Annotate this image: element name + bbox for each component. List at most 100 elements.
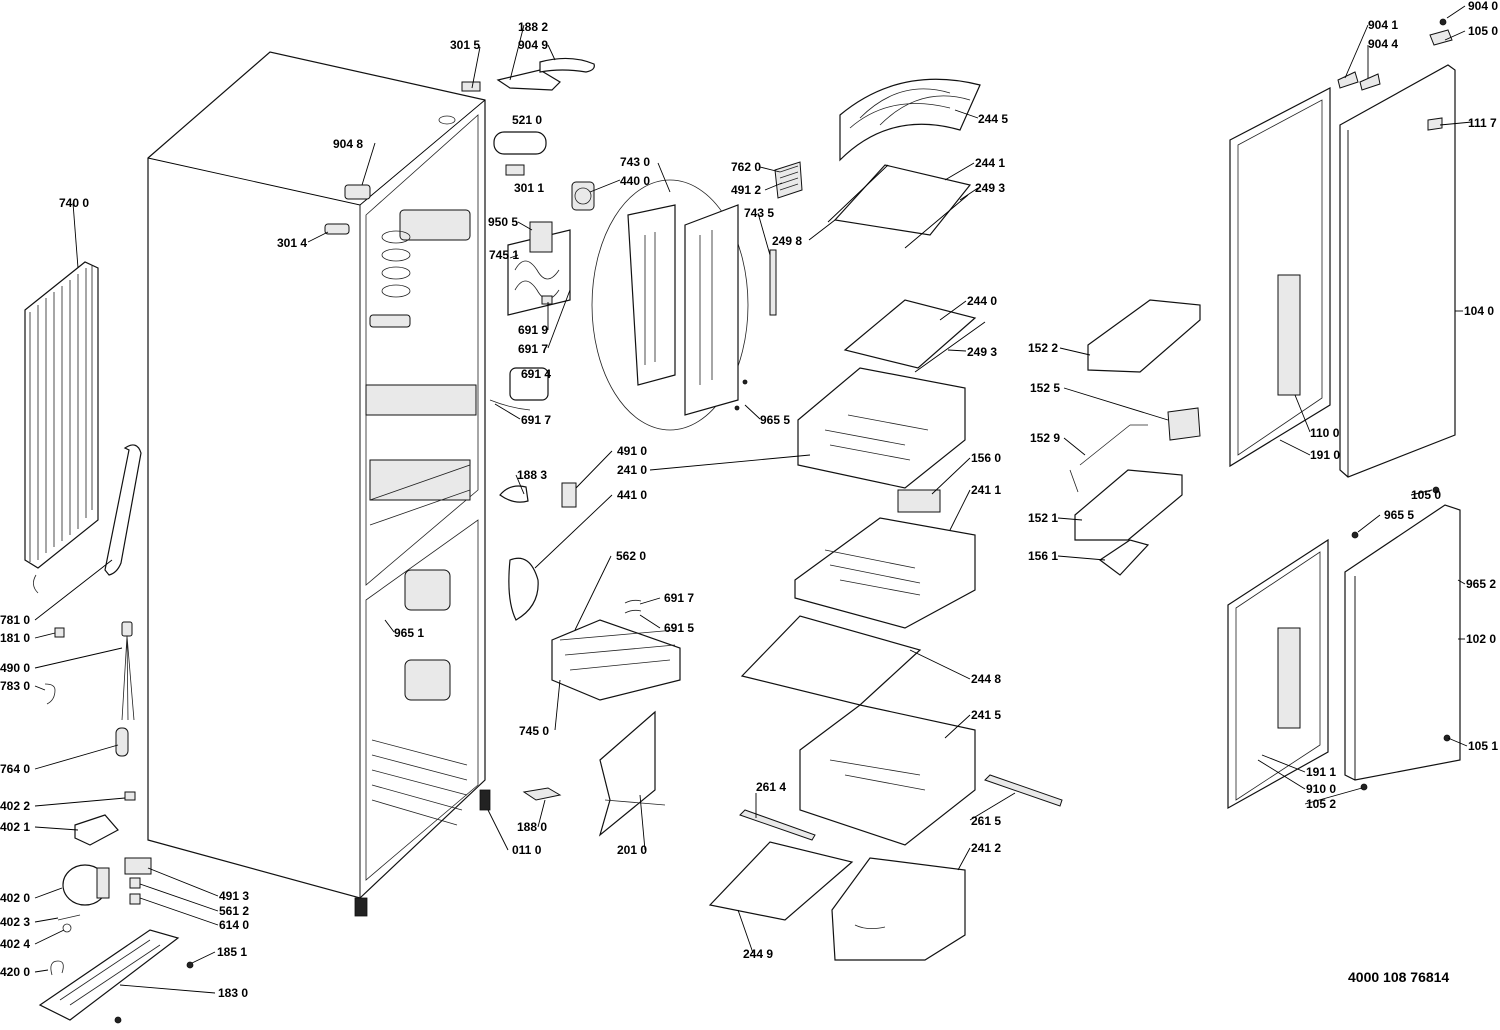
callout-label: 111 7 (1468, 116, 1497, 130)
callout-label: 241 1 (971, 483, 1001, 497)
callout-label: 244 0 (967, 294, 997, 308)
callout-label: 691 7 (664, 591, 694, 605)
callout-label: 244 5 (978, 112, 1008, 126)
callout-label: 402 4 (0, 937, 30, 951)
lower-door (1227, 504, 1461, 810)
callout-label: 249 3 (967, 345, 997, 359)
callout-label: 105 0 (1468, 24, 1498, 38)
callout-label: 152 1 (1028, 511, 1058, 525)
callout-label: 965 1 (394, 626, 424, 640)
middle-parts (499, 482, 681, 837)
callout-label: 191 0 (1310, 448, 1340, 462)
callout-label: 965 5 (760, 413, 790, 427)
callout-label: 904 4 (1368, 37, 1398, 51)
callout-label: 745 0 (519, 724, 549, 738)
leader-lines (34, 5, 1473, 994)
callout-label: 691 4 (521, 367, 551, 381)
door-shelves (1069, 299, 1201, 576)
callout-label: 105 0 (1411, 488, 1441, 502)
callout-label: 241 2 (971, 841, 1001, 855)
callout-label: 904 0 (1468, 0, 1498, 13)
callout-label: 152 2 (1028, 341, 1058, 355)
callout-label: 904 8 (333, 137, 363, 151)
callout-label: 301 1 (514, 181, 544, 195)
callout-label: 904 9 (518, 38, 548, 52)
callout-label: 110 0 (1310, 426, 1340, 440)
upper-door (1229, 18, 1456, 494)
callout-label: 691 5 (664, 621, 694, 635)
evaporator-assembly (489, 161, 803, 431)
callout-label: 614 0 (219, 918, 249, 932)
callout-label: 241 5 (971, 708, 1001, 722)
callout-label: 965 2 (1466, 577, 1496, 591)
callout-label: 740 0 (59, 196, 89, 210)
callout-label: 152 9 (1030, 431, 1060, 445)
drain-pipe (104, 444, 142, 576)
callout-label: 762 0 (731, 160, 761, 174)
callout-label: 562 0 (616, 549, 646, 563)
callout-label: 691 9 (518, 323, 548, 337)
callout-label: 105 2 (1306, 797, 1336, 811)
callout-label: 191 1 (1306, 765, 1336, 779)
callout-label: 301 5 (450, 38, 480, 52)
callout-label: 105 1 (1468, 739, 1498, 753)
cabinet-body (147, 51, 491, 917)
condenser (24, 261, 99, 594)
callout-label: 249 8 (772, 234, 802, 248)
callout-label: 244 9 (743, 947, 773, 961)
callout-label: 185 1 (217, 945, 247, 959)
callout-label: 950 5 (488, 215, 518, 229)
callout-label: 181 0 (0, 631, 30, 645)
callout-label: 491 0 (617, 444, 647, 458)
callout-label: 965 5 (1384, 508, 1414, 522)
top-controls (493, 57, 595, 176)
callout-label: 490 0 (0, 661, 30, 675)
callout-label: 904 1 (1368, 18, 1398, 32)
callout-label: 244 1 (975, 156, 1005, 170)
callout-label: 561 2 (219, 904, 249, 918)
callout-label: 420 0 (0, 965, 30, 979)
callout-label: 011 0 (512, 843, 542, 857)
callout-label: 244 8 (971, 672, 1001, 686)
callout-label: 910 0 (1306, 782, 1336, 796)
callout-label: 402 0 (0, 891, 30, 905)
callout-label: 743 5 (744, 206, 774, 220)
callout-label: 188 0 (517, 820, 547, 834)
callout-label: 261 4 (756, 780, 786, 794)
callout-label: 402 1 (0, 820, 30, 834)
callout-label: 156 0 (971, 451, 1001, 465)
callout-label: 764 0 (0, 762, 30, 776)
callout-label: 102 0 (1466, 632, 1496, 646)
callout-label: 440 0 (620, 174, 650, 188)
shelves-and-drawers (708, 78, 1063, 961)
callout-label: 261 5 (971, 814, 1001, 828)
callout-label: 241 0 (617, 463, 647, 477)
part-drawings (24, 18, 1461, 1024)
callout-labels: 301 5 188 2 904 9 521 0 904 8 301 1 301 … (0, 0, 1498, 1000)
callout-label: 521 0 (512, 113, 542, 127)
callout-label: 183 0 (218, 986, 248, 1000)
callout-label: 402 2 (0, 799, 30, 813)
callout-label: 691 7 (521, 413, 551, 427)
callout-label: 743 0 (620, 155, 650, 169)
callout-label: 201 0 (617, 843, 647, 857)
callout-label: 781 0 (0, 613, 30, 627)
power-cable (44, 621, 135, 757)
callout-label: 249 3 (975, 181, 1005, 195)
callout-label: 156 1 (1028, 549, 1058, 563)
callout-label: 402 3 (0, 915, 30, 929)
callout-label: 491 3 (219, 889, 249, 903)
callout-label: 441 0 (617, 488, 647, 502)
document-number: 4000 108 76814 (1348, 969, 1449, 985)
callout-label: 691 7 (518, 342, 548, 356)
callout-label: 104 0 (1464, 304, 1494, 318)
callout-label: 301 4 (277, 236, 307, 250)
callout-label: 188 3 (517, 468, 547, 482)
callout-label: 783 0 (0, 679, 30, 693)
compressor-group (38, 791, 194, 1024)
callout-label: 491 2 (731, 183, 761, 197)
callout-label: 188 2 (518, 20, 548, 34)
callout-label: 745 1 (489, 248, 519, 262)
callout-label: 152 5 (1030, 381, 1060, 395)
